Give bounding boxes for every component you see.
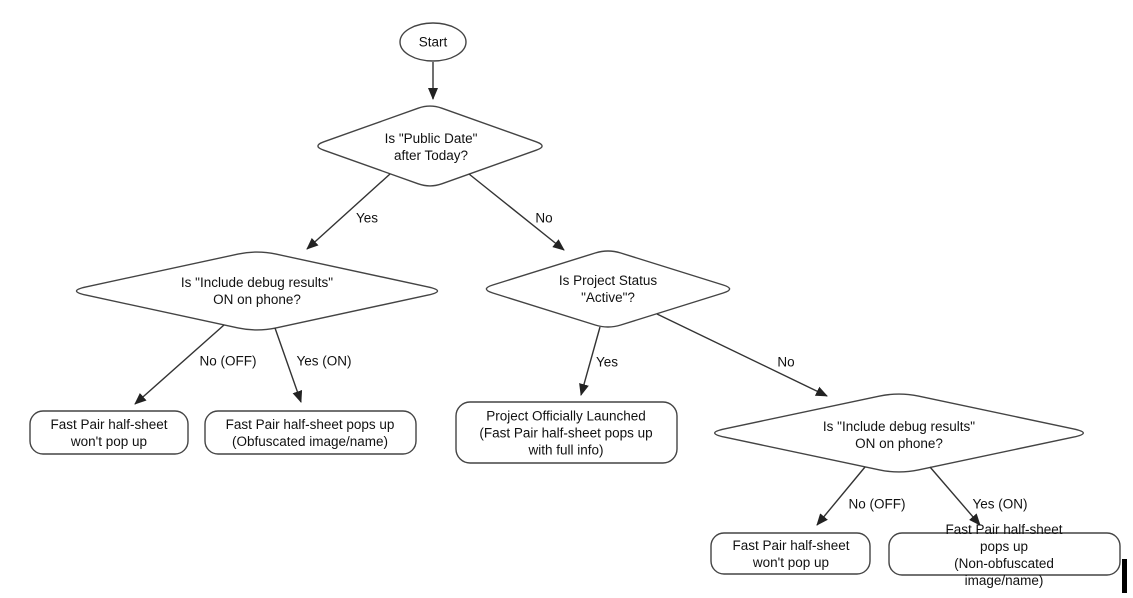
arrow-public-date-yes xyxy=(306,173,391,250)
edge-label-debug-right-no: No (OFF) xyxy=(848,496,906,512)
result-no-popup-left-shape xyxy=(29,410,189,455)
start-terminator-shape xyxy=(399,22,467,62)
decision-debug-right-shape xyxy=(714,393,1084,473)
node-label-obfuscated-popup: Fast Pair half-sheet pops up (Obfuscated… xyxy=(225,417,395,449)
node-label-debug-right: Is "Include debug results" ON on phone? xyxy=(822,419,976,451)
node-label-non-obfuscated-popup: Fast Pair half-sheet pops up (Non-obfusc… xyxy=(945,522,1063,588)
result-non-obfuscated-popup-shape xyxy=(888,532,1121,576)
result-no-popup-right-shape xyxy=(710,532,871,575)
result-launched-shape xyxy=(455,401,678,464)
node-label-launched: Project Officially Launched (Fast Pair h… xyxy=(479,408,653,458)
edge-label-debug-left-yes: Yes (ON) xyxy=(296,353,352,369)
result-obfuscated-popup-shape xyxy=(204,410,417,455)
arrow-project-status-no xyxy=(656,313,828,397)
text-cursor xyxy=(1122,559,1127,593)
edge-label-project-status-no: No xyxy=(777,354,795,370)
edge-label-public-date-no: No xyxy=(535,210,553,226)
edge-label-project-status-yes: Yes xyxy=(595,354,619,370)
node-label-no-popup-left: Fast Pair half-sheet won't pop up xyxy=(50,417,168,449)
arrow-public-date-no xyxy=(468,173,565,251)
arrow-debug-right-no xyxy=(816,466,866,526)
node-label-debug-left: Is "Include debug results" ON on phone? xyxy=(180,275,334,307)
arrow-project-status-yes xyxy=(579,326,601,396)
node-label-no-popup-right: Fast Pair half-sheet won't pop up xyxy=(732,538,850,570)
node-label-public-date: Is "Public Date" after Today? xyxy=(384,131,478,163)
decision-project-status-shape xyxy=(485,250,731,328)
node-label-start: Start xyxy=(418,34,448,50)
edge-label-debug-left-no: No (OFF) xyxy=(199,353,257,369)
node-label-project-status: Is Project Status "Active"? xyxy=(558,273,658,305)
edge-label-debug-right-yes: Yes (ON) xyxy=(972,496,1028,512)
arrow-debug-left-yes xyxy=(274,327,303,403)
arrow-debug-left-no xyxy=(134,324,225,405)
edge-label-public-date-yes: Yes xyxy=(355,210,379,226)
decision-debug-left-shape xyxy=(75,251,439,331)
arrow-debug-right-yes xyxy=(929,466,981,526)
decision-public-date-shape xyxy=(317,105,543,187)
